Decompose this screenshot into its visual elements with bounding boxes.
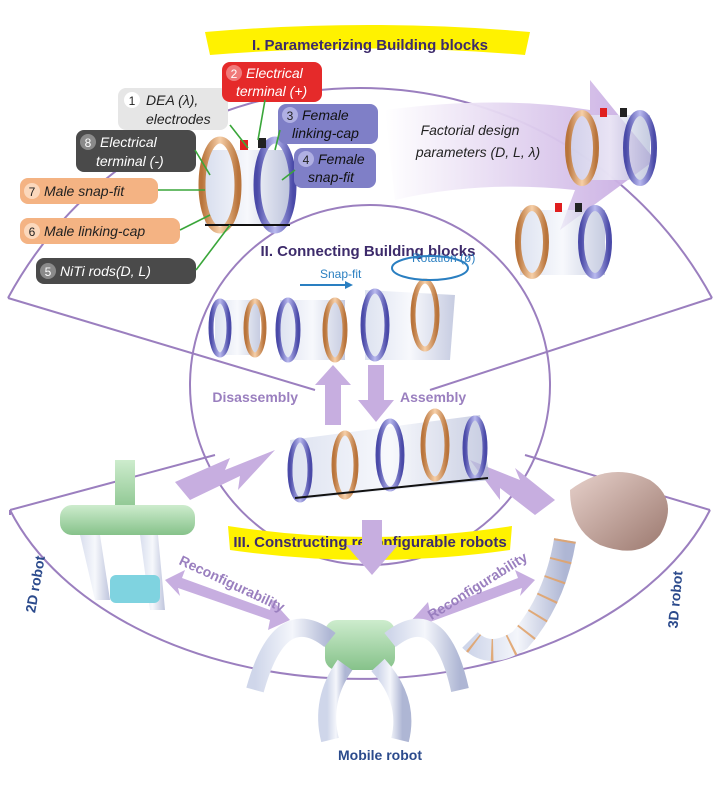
reconfig-arrows: Reconfigurability Reconfigurability	[165, 549, 535, 632]
assembly-label: Assembly	[400, 389, 466, 405]
robot-2d: 2D robot	[22, 460, 195, 614]
svg-text:Male linking-cap: Male linking-cap	[44, 223, 145, 239]
top-sector-right-edge	[429, 297, 713, 391]
svg-text:Female: Female	[302, 107, 349, 123]
reconfig-right-arrow	[410, 570, 535, 632]
svg-text:linking-cap: linking-cap	[292, 125, 359, 141]
top-banner-text: I. Parameterizing Building blocks	[252, 37, 488, 54]
svg-text:8: 8	[85, 136, 92, 150]
label-6: 6 Male linking-cap	[20, 218, 180, 244]
arrow-to-mobile-robot	[346, 520, 398, 575]
svg-text:terminal (-): terminal (-)	[96, 153, 164, 169]
assembled-chain	[287, 408, 490, 503]
label-7: 7 Male snap-fit	[20, 178, 158, 204]
factorial-line1: Factorial design	[421, 122, 520, 138]
robot-3d-label: 3D robot	[665, 570, 686, 629]
disassembly-arrow	[315, 365, 351, 425]
top-banner: I. Parameterizing Building blocks	[205, 25, 530, 55]
top-banner-bg	[205, 25, 530, 55]
arrow-to-3d-robot	[470, 460, 555, 515]
svg-text:NiTi rods(D, L): NiTi rods(D, L)	[60, 263, 151, 279]
snap-fit-label: Snap-fit	[320, 267, 362, 281]
rotation-arrow	[391, 255, 469, 281]
rotation-label: Rotation (ø)	[412, 251, 475, 265]
svg-text:Male snap-fit: Male snap-fit	[44, 183, 125, 199]
robot-mobile-label: Mobile robot	[338, 747, 422, 763]
top-sector-left-edge	[7, 297, 316, 391]
svg-text:3: 3	[287, 109, 294, 123]
label-5: 5 NiTi rods(D, L)	[36, 258, 196, 284]
svg-text:6: 6	[29, 225, 36, 239]
svg-text:7: 7	[29, 185, 36, 199]
bottom-sector-arc	[9, 509, 711, 680]
building-block-main	[198, 136, 297, 234]
label-3: 3 Female linking-cap	[278, 104, 378, 144]
label-4: 4 Female snap-fit	[294, 148, 376, 188]
label-1: 1 DEA (λ), electrodes	[118, 88, 228, 130]
flow-arrows	[175, 365, 555, 575]
disassembly-label: Disassembly	[212, 389, 298, 405]
svg-text:5: 5	[45, 265, 52, 279]
svg-text:Electrical: Electrical	[246, 65, 304, 81]
svg-text:snap-fit: snap-fit	[308, 169, 355, 185]
svg-text:DEA (λ),: DEA (λ),	[146, 92, 198, 108]
robot-2d-label: 2D robot	[22, 554, 48, 614]
svg-text:1: 1	[129, 94, 136, 108]
label-8: 8 Electrical terminal (-)	[76, 130, 196, 172]
svg-text:terminal (+): terminal (+)	[236, 83, 307, 99]
assembly-arrow	[358, 365, 394, 422]
component-labels: 1 DEA (λ), electrodes 2 Electrical termi…	[20, 62, 378, 284]
factorial-line2: parameters (D, L, λ)	[415, 144, 540, 160]
svg-text:Electrical: Electrical	[100, 134, 158, 150]
building-block-variant-1	[565, 108, 657, 186]
reconfig-left-arrow	[165, 570, 290, 630]
building-block-variant-2	[515, 203, 612, 279]
connect-blocks-row: Snap-fit Rotation (ø)	[208, 251, 475, 363]
leader-lines	[158, 99, 296, 271]
arrow-to-2d-robot	[175, 450, 275, 500]
robot-3d: 3D robot	[462, 472, 686, 661]
label-2: 2 Electrical terminal (+)	[222, 62, 322, 102]
svg-text:2: 2	[231, 67, 238, 81]
svg-text:Female: Female	[318, 151, 365, 167]
robot-mobile: Mobile robot	[246, 618, 469, 763]
svg-text:4: 4	[303, 153, 310, 167]
svg-text:electrodes: electrodes	[146, 111, 211, 127]
bottom-left-edge	[9, 454, 216, 511]
